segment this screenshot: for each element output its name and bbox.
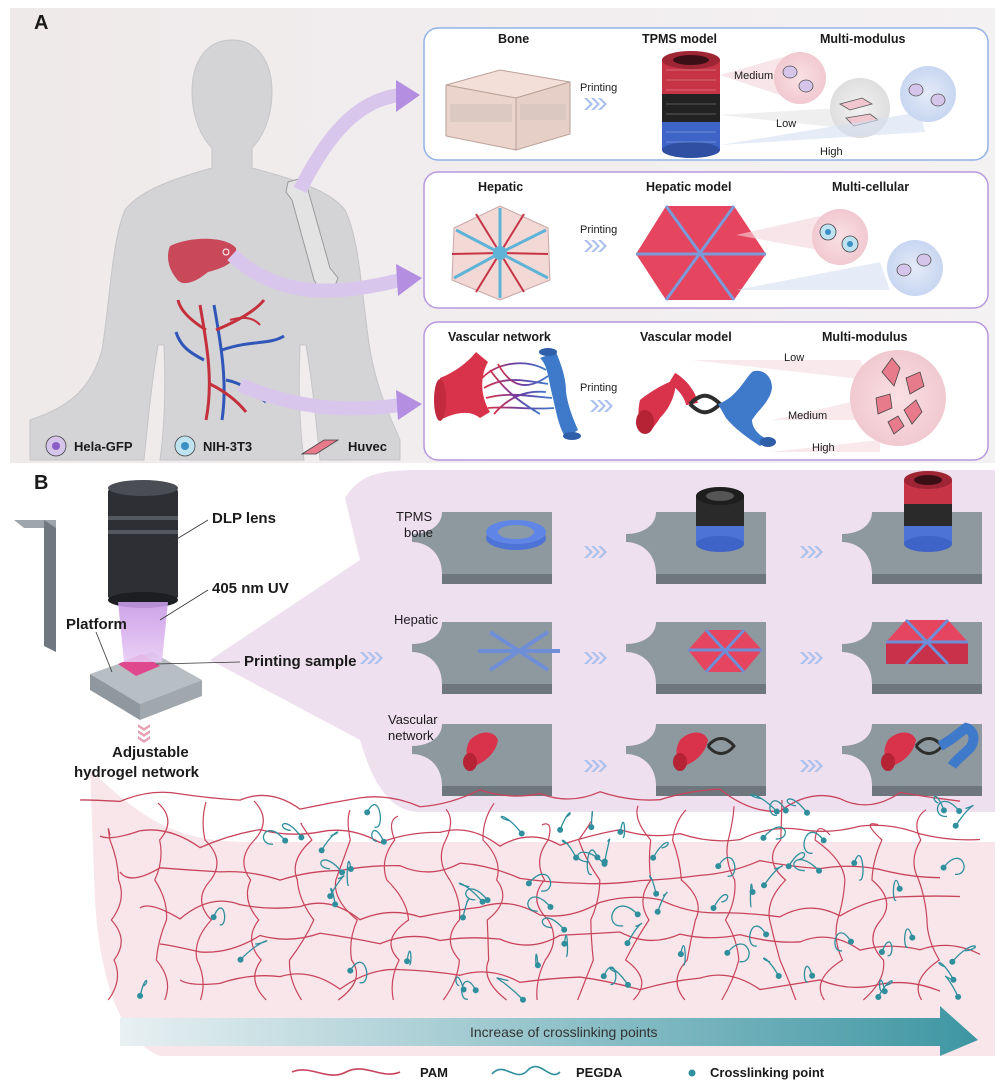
bone-title: Bone <box>498 32 530 46</box>
vascular-model-title: Vascular model <box>640 330 732 344</box>
vascular-step-2 <box>673 732 736 771</box>
bone-cell-bubbles <box>720 52 956 145</box>
legend-nih-3t3: NIH-3T3 <box>203 439 253 454</box>
bone-low-label: Low <box>776 118 797 130</box>
tpms-step-1 <box>486 520 546 550</box>
printing-chevrons-b <box>360 546 823 772</box>
hepatic-printing-label: Printing <box>580 224 618 236</box>
row-vascular-label-1: Vascular <box>388 712 438 727</box>
legend-glyphs <box>291 1065 696 1077</box>
hepatic-step-2 <box>688 628 762 674</box>
vascular-high-label: High <box>812 442 835 454</box>
dlp-lens <box>108 480 178 608</box>
legend-pam: PAM <box>420 1065 448 1080</box>
vascular-model-3d <box>636 370 776 447</box>
multicellular-title: Multi-cellular <box>832 180 910 194</box>
hepatic-model-hexagon <box>636 205 766 301</box>
hepatic-cell-bubbles <box>736 209 943 296</box>
uv-label: 405 nm UV <box>212 580 289 597</box>
legend-huvec: Huvec <box>348 439 388 454</box>
legend-pegda: PEGDA <box>576 1065 623 1080</box>
cell-legend-icons <box>45 435 340 457</box>
tpms-model-cylinder <box>662 51 720 158</box>
vascular-step-1 <box>463 732 498 771</box>
tpms-step-2 <box>696 487 744 552</box>
hydrogel-network <box>79 788 981 1003</box>
vascular-cell-bubble <box>692 350 946 452</box>
crosslink-arrow <box>120 1006 978 1056</box>
hepatic-lobule <box>451 205 551 301</box>
hydrogel-network-label: hydrogel network <box>74 764 200 781</box>
vascular-network-drawing <box>434 348 581 440</box>
tpms-step-3 <box>904 471 952 552</box>
vascular-printing-label: Printing <box>580 382 618 394</box>
vascular-multimodulus-title: Multi-modulus <box>822 330 908 344</box>
bone-printing-label: Printing <box>580 82 618 94</box>
adjustable-label: Adjustable <box>112 744 189 761</box>
down-chevrons <box>138 724 150 743</box>
printing-sample-label: Printing sample <box>244 653 357 670</box>
hepatic-step-1 <box>478 630 560 672</box>
crosslink-arrow-label: Increase of crosslinking points <box>470 1024 658 1040</box>
bone-high-label: High <box>820 146 843 158</box>
leader-lines <box>95 519 241 673</box>
vascular-low-label: Low <box>784 352 805 364</box>
organ-arrows <box>227 80 422 420</box>
uv-beam <box>118 602 168 662</box>
printing-chevrons-a <box>584 98 613 412</box>
dlp-lens-label: DLP lens <box>212 510 276 527</box>
vascular-medium-label: Medium <box>788 410 828 422</box>
hepatic-model-title: Hepatic model <box>646 180 732 194</box>
vascular-step-3 <box>881 722 979 771</box>
row-vascular-label-2: network <box>388 728 434 743</box>
panel-b-pink-area <box>210 470 995 812</box>
legend-hela-gfp: Hela-GFP <box>74 439 133 454</box>
platform-label: Platform <box>66 616 127 633</box>
vascular-network-title: Vascular network <box>448 330 551 344</box>
panel-b-letter: B <box>34 472 49 494</box>
hepatic-title: Hepatic <box>478 180 524 194</box>
hepatic-step-3 <box>886 618 968 666</box>
bone-medium-label: Medium <box>734 70 774 82</box>
row-tpms-label-1: TPMS <box>396 509 433 524</box>
tpms-model-title: TPMS model <box>642 32 718 46</box>
legend-crosslinking-point: Crosslinking point <box>710 1065 825 1080</box>
liver-icon <box>168 238 237 284</box>
panel-a-letter: A <box>34 12 49 34</box>
bone-multimodulus-title: Multi-modulus <box>820 32 906 46</box>
row-hepatic-label: Hepatic <box>394 612 439 627</box>
vessels-icon <box>174 299 285 421</box>
row-tpms-label-2: bone <box>404 525 433 540</box>
bone-tissue-block <box>445 69 571 151</box>
